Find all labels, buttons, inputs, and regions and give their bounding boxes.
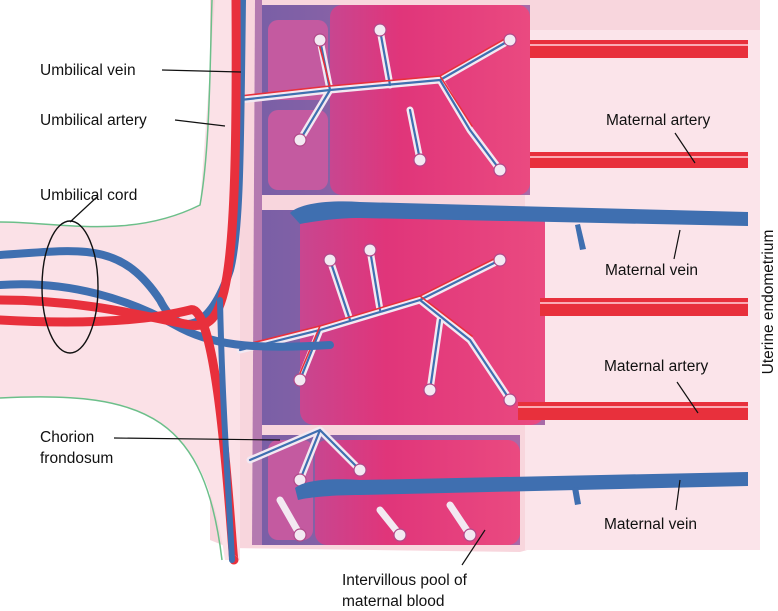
intervillous-label-line1: Intervillous pool of <box>342 572 468 589</box>
maternal-vein-label-bottom: Maternal vein <box>604 516 697 533</box>
umbilical-vein-label: Umbilical vein <box>40 62 136 79</box>
maternal-artery-label-top: Maternal artery <box>606 112 710 129</box>
intervillous-label-line2: maternal blood <box>342 593 445 610</box>
umbilical-artery-label: Umbilical artery <box>40 112 147 129</box>
maternal-artery-label-bottom: Maternal artery <box>604 358 708 375</box>
maternal-vein-label-top: Maternal vein <box>605 262 698 279</box>
chorion-frondosum-label-line1: Chorion <box>40 429 94 446</box>
chorion-frondosum-label-line2: frondosum <box>40 450 113 467</box>
umbilical-cord-label: Umbilical cord <box>40 187 137 204</box>
uterine-endometrium-label: Uterine endometrium <box>760 230 777 375</box>
umbilical-cord-sheath <box>0 0 240 560</box>
